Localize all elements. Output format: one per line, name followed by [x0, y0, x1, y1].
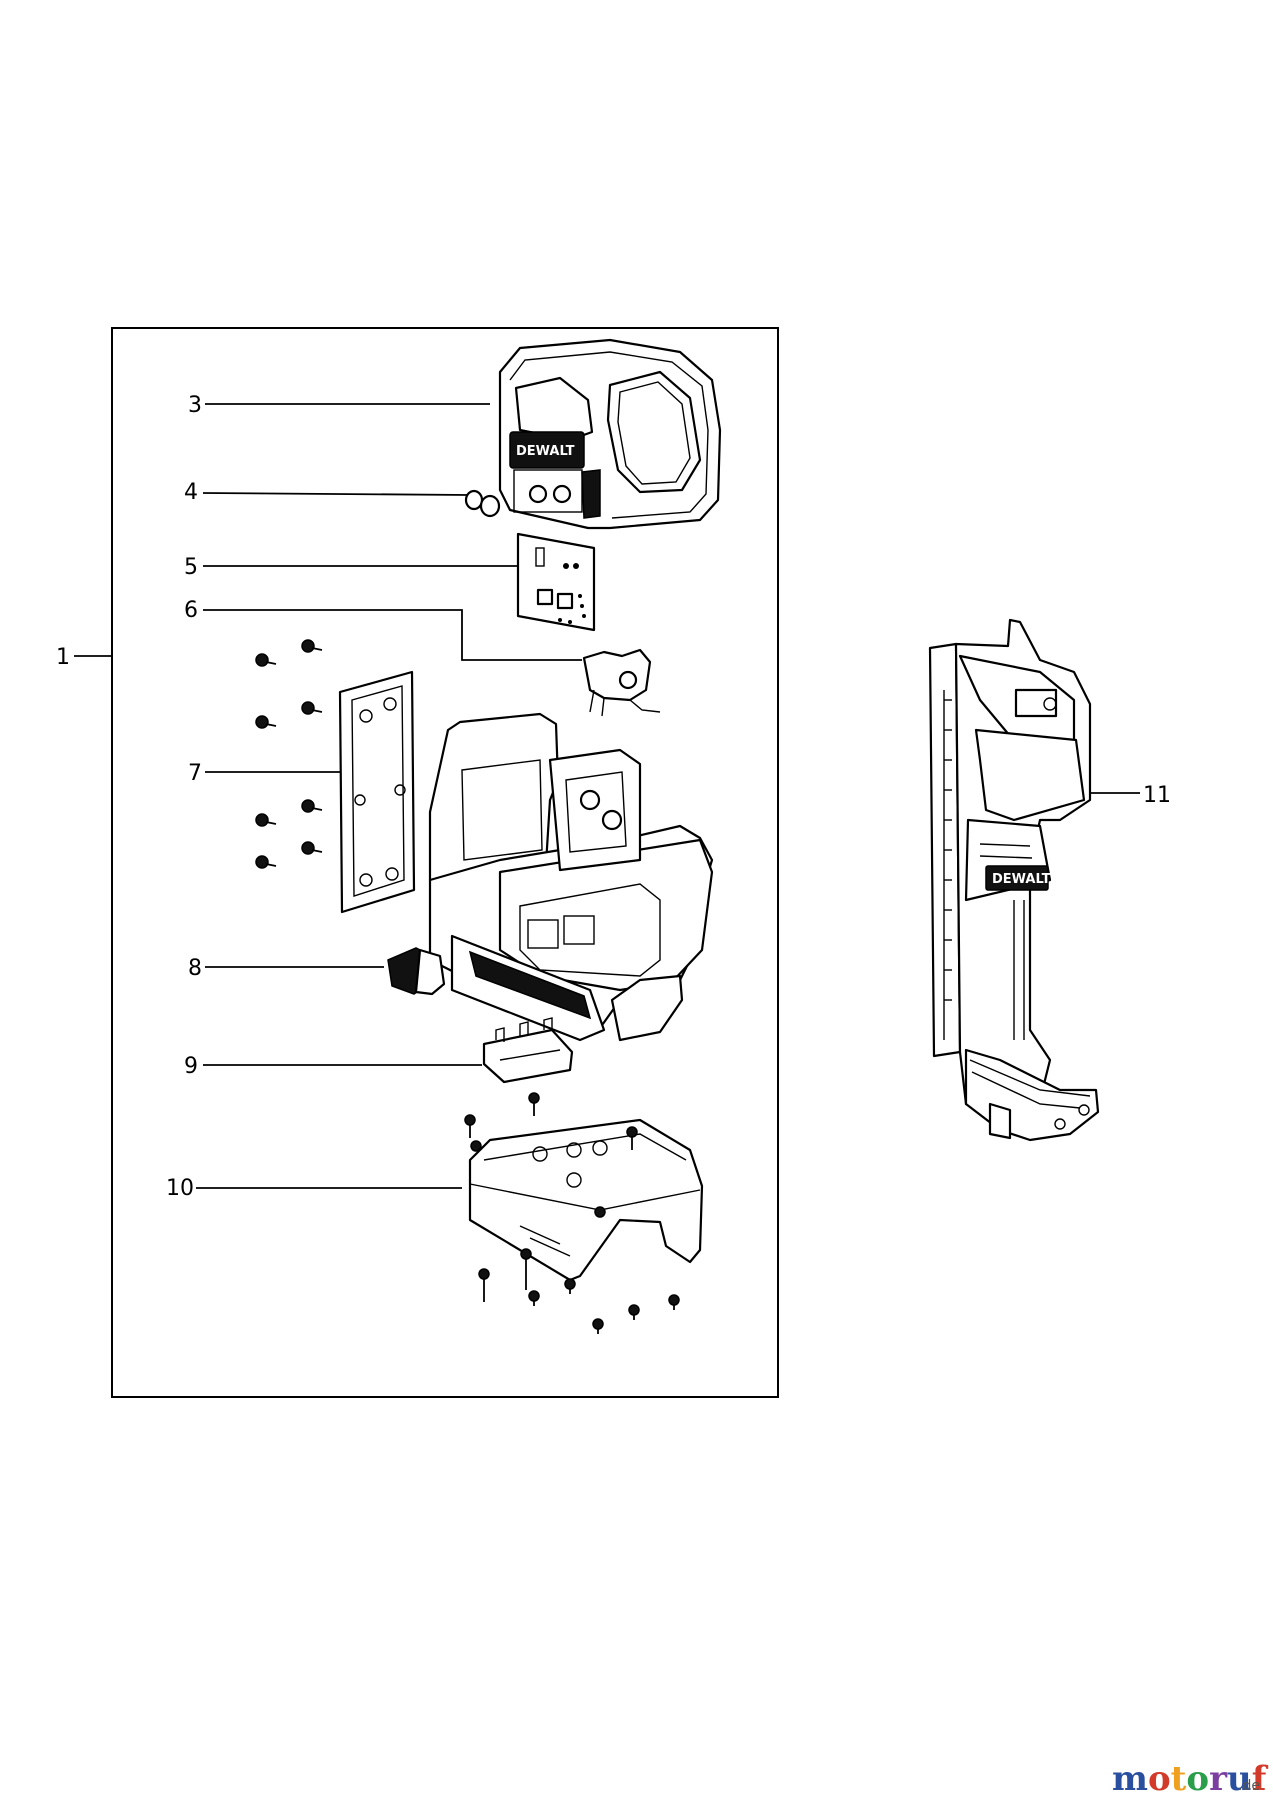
watermark-logo: motoruf .de	[1112, 1759, 1269, 1799]
callout-1: 1	[56, 645, 112, 670]
part-8-knob	[387, 947, 446, 996]
svg-text:5: 5	[184, 555, 198, 580]
part-10-base	[468, 1118, 704, 1282]
svg-text:1: 1	[56, 645, 70, 670]
svg-text:9: 9	[184, 1054, 198, 1079]
callout-11: 11	[1085, 783, 1171, 808]
part-11-wall-bracket: DEWALT	[928, 618, 1100, 1142]
svg-text:7: 7	[188, 761, 202, 786]
assembly-frame	[111, 327, 779, 1398]
part-4-buttons	[464, 489, 501, 518]
svg-text:motoruf: motoruf	[1112, 1759, 1269, 1799]
part-5-circuit-board	[516, 532, 596, 632]
callout-9: 9	[184, 1054, 482, 1079]
callout-4: 4	[184, 480, 471, 505]
callout-6: 6	[184, 598, 582, 661]
part-9-contact-block	[482, 1017, 574, 1084]
callout-8: 8	[188, 956, 384, 981]
callout-7: 7	[188, 761, 342, 786]
svg-text:4: 4	[184, 480, 198, 505]
bracket-brand-logo: DEWALT	[992, 872, 1051, 887]
callout-10: 10	[166, 1176, 462, 1201]
callout-3: 3	[188, 393, 490, 418]
part-6-laser-bracket	[582, 648, 661, 717]
part-7-screws	[255, 639, 323, 869]
part-10-screws	[464, 1092, 680, 1334]
part-3-top-cover: DEWALT	[498, 338, 722, 530]
svg-text:10: 10	[166, 1176, 194, 1201]
main-chassis	[428, 712, 714, 1042]
svg-text:.de: .de	[1238, 1778, 1260, 1794]
svg-text:6: 6	[184, 598, 198, 623]
callout-5: 5	[184, 555, 520, 580]
part-7-gasket-plate	[338, 670, 416, 914]
brand-logo: DEWALT	[516, 444, 575, 459]
svg-text:8: 8	[188, 956, 202, 981]
svg-text:11: 11	[1143, 783, 1171, 808]
svg-text:3: 3	[188, 393, 202, 418]
